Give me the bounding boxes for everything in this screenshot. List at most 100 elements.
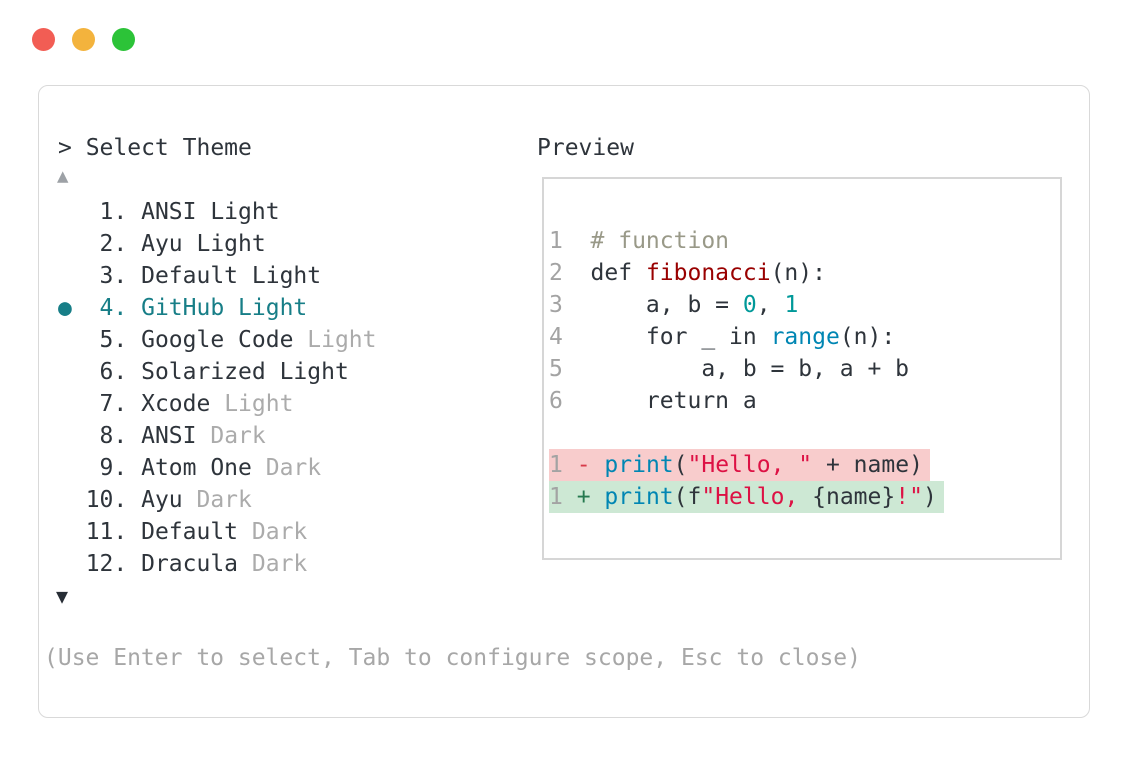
code-token-ln: 6: [549, 388, 591, 414]
code-token-ln: 1: [549, 228, 591, 254]
code-token-text: (n):: [770, 260, 826, 286]
theme-number: 3.: [85, 263, 142, 289]
theme-name-variant: Dark: [196, 487, 252, 513]
theme-list-item[interactable]: 11. Default Dark: [0, 516, 500, 548]
code-token-text: ,: [756, 292, 785, 318]
code-token-sign_add: +: [576, 484, 605, 510]
code-token-text: ): [922, 484, 937, 510]
theme-list-item[interactable]: 7. Xcode Light: [0, 388, 500, 420]
diff-highlight: 1 - print("Hello, " + name): [549, 449, 930, 481]
code-token-text: (n):: [839, 324, 896, 350]
theme-number: 1.: [85, 199, 142, 225]
code-token-ln: 1: [549, 452, 577, 478]
code-token-text: + name): [812, 452, 923, 478]
theme-list-item[interactable]: 1. ANSI Light: [0, 196, 500, 228]
theme-list-item[interactable]: 10. Ayu Dark: [0, 484, 500, 516]
theme-name: Atom One: [141, 455, 266, 481]
bullet-placeholder: [58, 487, 86, 513]
theme-number: 11.: [85, 519, 142, 545]
theme-list-item[interactable]: 8. ANSI Dark: [0, 420, 500, 452]
theme-number: 7.: [85, 391, 142, 417]
code-token-ln: 4: [549, 324, 591, 350]
bullet-placeholder: [58, 199, 86, 225]
bullet-placeholder: [58, 263, 86, 289]
theme-list-item[interactable]: 6. Solarized Light: [0, 356, 500, 388]
code-line: 1 # function: [549, 225, 1060, 257]
theme-number: 6.: [85, 359, 142, 385]
code-line: 4 for _ in range(n):: [549, 321, 1060, 353]
theme-list-item[interactable]: 3. Default Light: [0, 260, 500, 292]
theme-name: Solarized Light: [141, 359, 349, 385]
theme-list-item[interactable]: 2. Ayu Light: [0, 228, 500, 260]
theme-name-variant: Dark: [251, 551, 308, 577]
theme-number: 10.: [85, 487, 142, 513]
theme-list-item[interactable]: ● 4. GitHub Light: [0, 292, 500, 324]
bullet-placeholder: [58, 231, 86, 257]
code-token-builtin: print: [604, 452, 674, 478]
theme-name: ANSI Light: [141, 199, 280, 225]
bullet-placeholder: [58, 519, 86, 545]
theme-name-variant: Light: [307, 327, 377, 353]
theme-name: GitHub Light: [141, 295, 308, 321]
code-line: 5 a, b = b, a + b: [549, 353, 1060, 385]
keyboard-hints: (Use Enter to select, Tab to configure s…: [44, 645, 861, 671]
code-token-ln: 5: [549, 356, 591, 382]
code-token-ln: 1: [549, 484, 577, 510]
code-token-comment: # function: [590, 228, 730, 254]
theme-list: 1. ANSI Light 2. Ayu Light 3. Default Li…: [0, 196, 500, 580]
preview-title: Preview: [537, 135, 634, 161]
code-line: 6 return a: [549, 385, 1060, 417]
bullet-placeholder: [58, 455, 86, 481]
code-token-builtin: print: [604, 484, 674, 510]
code-token-number: 0: [742, 292, 757, 318]
code-token-string: !": [895, 484, 923, 510]
code-token-text: {name}: [812, 484, 896, 510]
code-line: 2 def fibonacci(n):: [549, 257, 1060, 289]
code-token-builtin: range: [770, 324, 840, 350]
code-token-text: a, b =: [590, 292, 743, 318]
selected-bullet-icon: ●: [58, 295, 86, 321]
code-token-ln: 3: [549, 292, 591, 318]
theme-name-variant: Light: [224, 391, 294, 417]
select-theme-header: > Select Theme: [58, 135, 252, 161]
code-token-text: a, b = b, a + b: [590, 356, 910, 382]
theme-name-variant: Dark: [265, 455, 322, 481]
code-token-number: 1: [784, 292, 799, 318]
theme-number: 5.: [85, 327, 142, 353]
code-line: [549, 417, 1060, 449]
diff-added-line: 1 + print(f"Hello, {name}!"): [549, 481, 1060, 513]
diff-highlight: 1 + print(f"Hello, {name}!"): [549, 481, 944, 513]
window-controls: [32, 28, 135, 51]
scroll-down-icon[interactable]: ▼: [56, 584, 69, 608]
theme-number: 4.: [85, 295, 142, 321]
theme-number: 9.: [85, 455, 142, 481]
theme-name-variant: Dark: [251, 519, 308, 545]
bullet-placeholder: [58, 327, 86, 353]
diff-removed-line: 1 - print("Hello, " + name): [549, 449, 1060, 481]
code-token-text: for _ in: [590, 324, 771, 350]
scroll-up-icon[interactable]: ▲: [57, 165, 69, 187]
minimize-icon[interactable]: [72, 28, 95, 51]
code-token-string: "Hello,: [701, 484, 813, 510]
theme-name: Default Light: [141, 263, 322, 289]
bullet-placeholder: [58, 359, 86, 385]
theme-name: Ayu Light: [141, 231, 266, 257]
zoom-icon[interactable]: [112, 28, 135, 51]
code-token-text: return a: [590, 388, 757, 414]
theme-name: Dracula: [141, 551, 252, 577]
theme-number: 2.: [85, 231, 142, 257]
code-token-text: (f: [673, 484, 702, 510]
bullet-placeholder: [58, 391, 86, 417]
theme-list-item[interactable]: 12. Dracula Dark: [0, 548, 500, 580]
theme-list-item[interactable]: 9. Atom One Dark: [0, 452, 500, 484]
theme-number: 12.: [85, 551, 142, 577]
code-token-text: (: [673, 452, 688, 478]
close-icon[interactable]: [32, 28, 55, 51]
code-token-sign_del: -: [576, 452, 605, 478]
theme-list-item[interactable]: 5. Google Code Light: [0, 324, 500, 356]
theme-name: ANSI: [141, 423, 211, 449]
bullet-placeholder: [58, 423, 86, 449]
code-token-text: def: [590, 260, 646, 286]
code-line: 3 a, b = 0, 1: [549, 289, 1060, 321]
